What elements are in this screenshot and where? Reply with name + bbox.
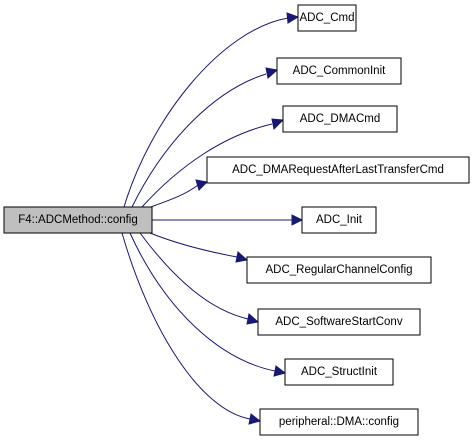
arrowhead-adc-commoninit	[265, 67, 279, 79]
callee-node-box	[284, 358, 394, 386]
edge-adc-commoninit	[131, 73, 267, 208]
arrowhead-peripheral-dma-config	[248, 413, 262, 425]
callee-node-label: ADC_CommonInit	[293, 65, 386, 77]
callee-node-box	[259, 408, 419, 436]
callee-node-adc-regularchannelconfig[interactable]: ADC_RegularChannelConfig	[246, 256, 432, 284]
callee-node-adc-dmacmd[interactable]: ADC_DMACmd	[282, 105, 398, 133]
arrowhead-adc-init	[291, 214, 304, 226]
callee-node-adc-commoninit[interactable]: ADC_CommonInit	[276, 57, 402, 85]
arrowhead-adc-dmacmd	[271, 118, 285, 131]
edge-adc-dmarequest	[147, 184, 199, 209]
callee-node-peripheral-dma-config[interactable]: peripheral::DMA::config	[259, 408, 419, 436]
callee-node-label: peripheral::DMA::config	[279, 416, 399, 428]
callee-node-label: ADC_DMACmd	[300, 113, 381, 125]
callee-node-adc-cmd[interactable]: ADC_Cmd	[297, 4, 357, 32]
arrowhead-adc-cmd	[286, 12, 300, 24]
edge-adc-structinit	[129, 232, 276, 372]
callee-node-box	[276, 57, 402, 85]
callee-node-adc-softwarestartconv[interactable]: ADC_SoftwareStartConv	[257, 308, 421, 336]
source-node-label: F4::ADCMethod::config	[18, 214, 138, 226]
callee-node-box	[282, 105, 398, 133]
callee-node-adc-structinit[interactable]: ADC_StructInit	[284, 358, 394, 386]
source-node[interactable]: F4::ADCMethod::config	[3, 206, 153, 234]
callee-node-label: ADC_DMARequestAfterLastTransferCmd	[232, 164, 444, 176]
arrowhead-adc-regularchannelconfig	[235, 251, 249, 263]
edge-adc-cmd	[123, 17, 289, 208]
call-edges	[121, 12, 304, 425]
edge-peripheral-dma-config	[121, 232, 251, 420]
arrowhead-adc-softwarestartconv	[246, 313, 260, 325]
callee-node-box	[257, 308, 421, 336]
callee-node-adc-init[interactable]: ADC_Init	[301, 206, 377, 234]
edge-adc-regularchannelconfig	[149, 232, 238, 258]
callee-node-box	[301, 206, 377, 234]
edge-adc-softwarestartconv	[139, 232, 249, 320]
callee-node-label: ADC_Init	[316, 214, 363, 226]
callee-node-box	[206, 156, 470, 184]
arrowhead-adc-structinit	[273, 365, 287, 377]
edge-adc-dmacmd	[141, 123, 273, 208]
callee-node-label: ADC_RegularChannelConfig	[265, 264, 412, 276]
arrowhead-adc-dmarequest	[195, 179, 209, 191]
callee-node-label: ADC_StructInit	[301, 366, 378, 378]
callee-node-label: ADC_SoftwareStartConv	[275, 316, 402, 328]
source-node-box	[3, 206, 153, 234]
callee-node-box	[246, 256, 432, 284]
callee-node-box	[297, 4, 357, 32]
callee-node-adc-dmarequest[interactable]: ADC_DMARequestAfterLastTransferCmd	[206, 156, 470, 184]
callee-node-label: ADC_Cmd	[300, 12, 355, 24]
